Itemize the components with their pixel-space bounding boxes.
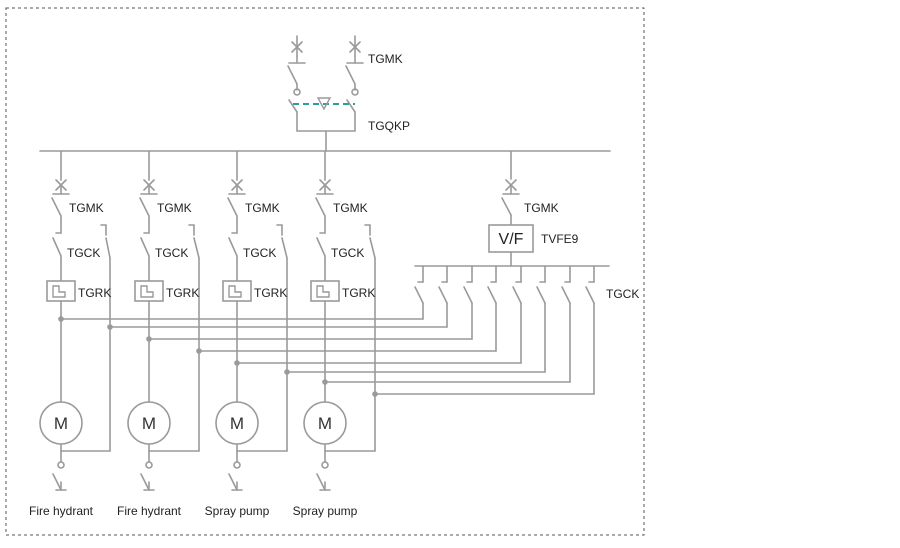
junction-dot <box>146 336 152 342</box>
motor-branch-3: TGMK TGCK TGRK M Spray pump <box>205 150 288 518</box>
contactor-blade <box>228 237 238 257</box>
junction-dot <box>284 369 290 375</box>
motor-name-label: Spray pump <box>205 504 270 518</box>
bypass-contactor-label: TGCK <box>606 287 639 301</box>
motor-terminal <box>145 461 153 469</box>
incoming-breaker-right <box>345 35 364 113</box>
vfd-branch: V/F TGMK TVFE9 <box>488 150 579 267</box>
breaker-blade <box>227 197 238 217</box>
motor-symbol: M <box>142 414 156 433</box>
motor-name-label: Fire hydrant <box>117 504 182 518</box>
bypass-blade <box>487 286 497 304</box>
thermal-relay-label: TGRK <box>166 286 199 300</box>
motor-branch-4: TGMK TGCK TGRK M Spray pump <box>293 150 376 518</box>
motor-switch-blade <box>52 473 62 491</box>
junction-dot <box>107 324 113 330</box>
thermal-relay-box <box>310 280 340 302</box>
interconnect-lines <box>58 316 595 397</box>
incoming-breaker-left <box>287 35 306 113</box>
transfer-switch-label: TGQKP <box>368 119 410 133</box>
bypass-blade <box>512 286 522 304</box>
motor-name-label: Spray pump <box>293 504 358 518</box>
motor-name-label: Fire hydrant <box>29 504 94 518</box>
contactor-label: TGCK <box>243 246 276 260</box>
contactor-blade <box>140 237 150 257</box>
thermal-relay-label: TGRK <box>254 286 287 300</box>
bypass-contactor-8 <box>585 265 595 395</box>
breaker-blade <box>315 197 326 217</box>
breaker-blade <box>139 197 150 217</box>
incoming-section: TGMK TGQKP <box>287 35 410 152</box>
bypass-blade <box>585 286 595 304</box>
motor-symbol: M <box>230 414 244 433</box>
junction-dot <box>234 360 240 366</box>
thermal-relay-box <box>222 280 252 302</box>
bypass-blade <box>414 286 424 304</box>
thermal-relay-icon <box>140 285 154 298</box>
branch-breaker-label: TGMK <box>157 201 192 215</box>
contactor-blade <box>52 237 62 257</box>
bypass-blade <box>536 286 546 304</box>
branch-breaker-label: TGMK <box>69 201 104 215</box>
thermal-relay-icon <box>52 285 66 298</box>
motor-branch-2: TGMK TGCK TGRK M Fire hydrant <box>117 150 200 518</box>
thermal-relay-box <box>134 280 164 302</box>
bypass-blade <box>463 286 473 304</box>
branch-breaker-label: TGMK <box>245 201 280 215</box>
thermal-relay-box <box>46 280 76 302</box>
junction-dot <box>58 316 64 322</box>
motor-switch-blade <box>140 473 150 491</box>
motor-symbol: M <box>54 414 68 433</box>
junction-dot <box>196 348 202 354</box>
contactor-label: TGCK <box>331 246 364 260</box>
bypass-contactor-5 <box>512 265 522 364</box>
contactor-blade <box>316 237 326 257</box>
transfer-switch <box>293 97 356 152</box>
bypass-contactor-6 <box>536 265 546 373</box>
vfd-breaker-label: TGMK <box>524 201 559 215</box>
thermal-relay-icon <box>316 285 330 298</box>
breaker-blade <box>51 197 62 217</box>
contactor-label: TGCK <box>67 246 100 260</box>
diagram-frame <box>5 7 645 536</box>
bypass-contactor-3 <box>463 265 473 340</box>
incoming-breaker-label: TGMK <box>368 52 403 66</box>
aux-contactor-blade <box>281 237 288 259</box>
motor-branch-1: TGMK TGCK TGRK M Fire hydrant <box>29 150 111 518</box>
motor-terminal <box>233 461 241 469</box>
vfd-symbol: V/F <box>499 231 524 248</box>
junction-dot <box>322 379 328 385</box>
motor-terminal <box>321 461 329 469</box>
bypass-contactors <box>414 265 595 395</box>
motor-terminal <box>57 461 65 469</box>
aux-contactor-blade <box>105 237 111 259</box>
bypass-blade <box>561 286 571 304</box>
bypass-blade <box>438 286 448 304</box>
contactor-label: TGCK <box>155 246 188 260</box>
aux-contactor-blade <box>369 237 376 259</box>
thermal-relay-icon <box>228 285 242 298</box>
motor-switch-blade <box>228 473 238 491</box>
vfd-model-label: TVFE9 <box>541 232 579 246</box>
junction-dot <box>372 391 378 397</box>
bypass-contactor-1 <box>414 265 424 320</box>
branch-breaker-label: TGMK <box>333 201 368 215</box>
motor-symbol: M <box>318 414 332 433</box>
aux-contactor-blade <box>193 237 200 259</box>
motor-switch-blade <box>316 473 326 491</box>
vfd-box <box>488 224 534 253</box>
bypass-contactor-4 <box>487 265 497 352</box>
motor-branches: TGMK TGCK TGRK M Fire hydrant TGMK TGCK TGRK M Fi… <box>29 150 376 518</box>
bypass-contactor-2 <box>438 265 448 328</box>
bypass-contactor-7 <box>561 265 571 383</box>
interlock-triangle-icon <box>316 97 332 111</box>
thermal-relay-label: TGRK <box>78 286 111 300</box>
thermal-relay-label: TGRK <box>342 286 375 300</box>
